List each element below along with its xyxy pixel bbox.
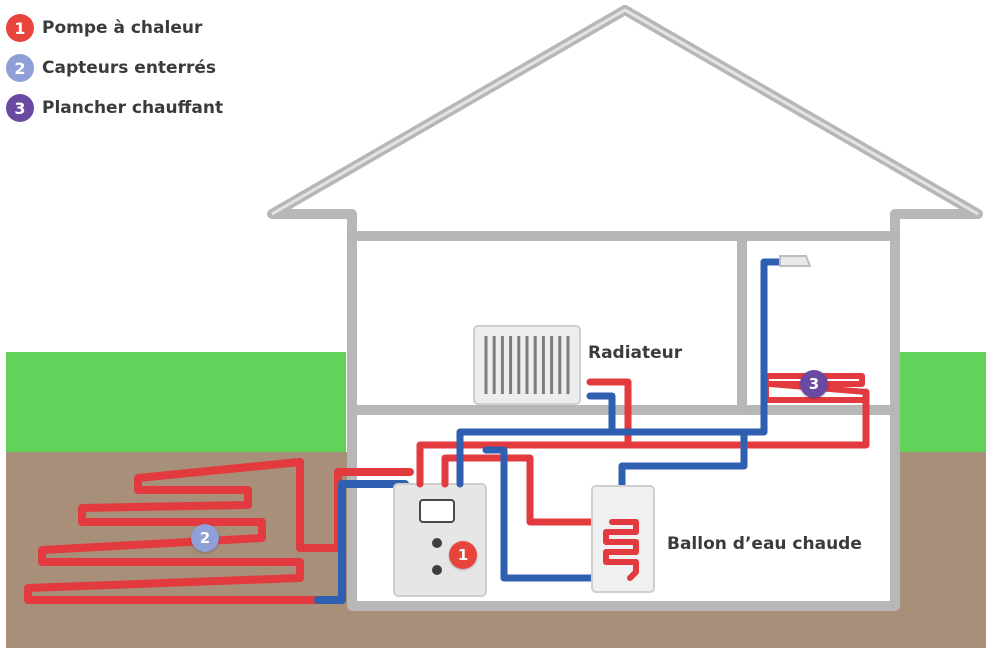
legend: 1 Pompe à chaleur 2 Capteurs enterrés 3 …	[6, 14, 223, 122]
cold-pipe-upstairs	[608, 258, 790, 436]
legend-number-3: 3	[6, 94, 34, 122]
floor-heating-marker: 3	[800, 370, 828, 398]
legend-label-heat-pump: Pompe à chaleur	[42, 18, 203, 38]
hot-water-tank-label: Ballon d’eau chaude	[667, 534, 862, 554]
tank-coil	[603, 519, 639, 581]
radiator	[473, 325, 581, 405]
house-walls-inner	[271, 8, 979, 216]
cold-pipe-tank-feed	[618, 428, 748, 494]
faucet	[779, 255, 812, 267]
grass-right	[900, 352, 986, 452]
legend-label-floor-heating: Plancher chauffant	[42, 98, 224, 118]
radiator-label: Radiateur	[588, 343, 683, 363]
legend-number-1: 1	[6, 14, 34, 42]
heat-pump-button-1	[432, 538, 442, 548]
legend-item-ground-collectors: 2 Capteurs enterrés	[6, 54, 223, 82]
grass-left	[6, 352, 346, 452]
heat-pump-button-2	[432, 565, 442, 575]
hot-pipe-floor	[624, 388, 870, 449]
hot-pipe-tank	[441, 454, 616, 526]
legend-label-ground-collectors: Capteurs enterrés	[42, 58, 217, 78]
legend-item-floor-heating: 3 Plancher chauffant	[6, 94, 223, 122]
legend-item-heat-pump: 1 Pompe à chaleur	[6, 14, 223, 42]
ground-collector-coil	[24, 458, 414, 604]
heat-pump-marker: 1	[449, 541, 477, 569]
legend-number-2: 2	[6, 54, 34, 82]
cold-pipe-tank-return	[482, 446, 634, 582]
ground-collector-marker: 2	[191, 524, 219, 552]
heat-pump-screen	[419, 499, 455, 523]
